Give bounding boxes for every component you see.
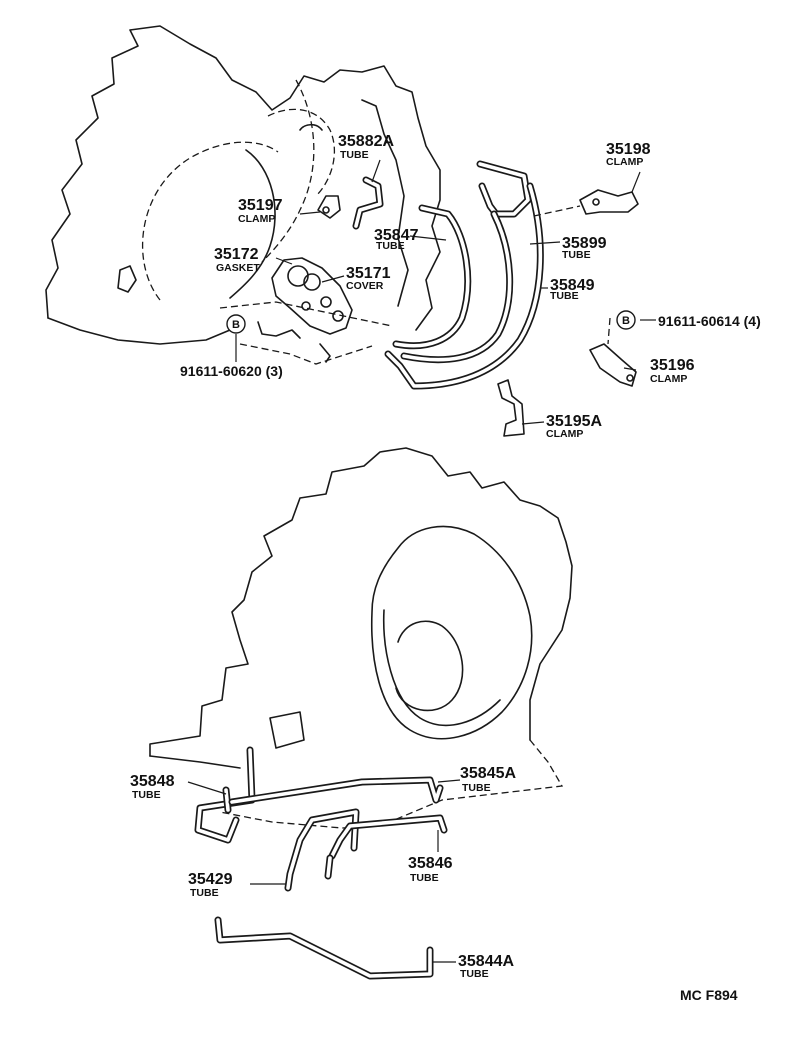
part-desc: TUBE — [132, 789, 161, 801]
part-desc: GASKET — [216, 262, 260, 274]
label-35899: 35899 TUBE — [562, 235, 607, 261]
badge-letter: B — [232, 319, 240, 331]
part-number: 35172 — [214, 246, 259, 263]
label-35429: 35429 TUBE — [188, 871, 233, 899]
cover-assembly — [257, 257, 353, 363]
bolt-badge-icon — [616, 310, 636, 330]
label-35171: 35171 COVER — [346, 265, 391, 292]
part-number: 35195A — [546, 413, 602, 430]
part-desc: CLAMP — [238, 213, 275, 225]
part-number: 35849 — [550, 277, 595, 294]
clamp-35198-shape — [533, 189, 639, 217]
part-desc: TUBE — [340, 149, 369, 161]
part-desc: TUBE — [190, 887, 219, 899]
part-number: 35197 — [238, 197, 283, 214]
tube-35846-shape — [324, 814, 448, 880]
tube-35848-shape — [194, 746, 256, 844]
tube-35899-shape — [400, 160, 532, 364]
tube-35844a-shape — [214, 916, 434, 980]
fastener-91611-60614: B 91611-60614 (4) — [616, 310, 761, 330]
fastener-91611-60620: B 91611-60620 (3) — [180, 314, 283, 379]
label-35172: 35172 GASKET — [214, 246, 260, 274]
label-35849: 35849 TUBE — [550, 277, 595, 302]
leader-lines — [187, 159, 656, 963]
part-desc: CLAMP — [606, 156, 643, 168]
part-number: 35844A — [458, 953, 514, 970]
diagram-code: MC F894 — [680, 987, 738, 1003]
part-number: 35845A — [460, 765, 516, 782]
label-35196: 35196 CLAMP — [650, 357, 695, 385]
fastener-number: 91611-60614 (4) — [658, 313, 761, 329]
badge-letter: B — [622, 315, 630, 327]
clamp-35197-shape — [317, 195, 341, 219]
part-desc: TUBE — [562, 249, 591, 261]
label-35198: 35198 CLAMP — [606, 141, 651, 168]
label-35882a: 35882A TUBE — [338, 133, 394, 161]
label-35848: 35848 TUBE — [130, 773, 175, 801]
clamp-35195a-shape — [497, 379, 525, 437]
clamp-35196-shape — [589, 317, 637, 387]
part-number: 35196 — [650, 357, 695, 374]
part-desc: TUBE — [462, 782, 491, 794]
part-desc: TUBE — [410, 872, 439, 884]
tube-35882a-shape — [352, 176, 384, 230]
part-number: 35429 — [188, 871, 233, 888]
part-number: 35198 — [606, 141, 651, 158]
tube-35845a-shape — [228, 776, 444, 806]
part-number: 35848 — [130, 773, 175, 790]
tube-35847-shape — [392, 204, 472, 350]
part-number: 35171 — [346, 265, 391, 282]
label-35847: 35847 TUBE — [374, 227, 419, 252]
lower-transaxle-housing — [149, 447, 573, 829]
part-desc: COVER — [346, 280, 384, 292]
part-desc: CLAMP — [546, 428, 583, 440]
label-35197: 35197 CLAMP — [238, 197, 283, 225]
upper-transaxle-housing — [45, 25, 441, 365]
label-35844a: 35844A TUBE — [458, 953, 514, 980]
label-35846: 35846 TUBE — [408, 855, 453, 884]
part-number: 35899 — [562, 235, 607, 252]
tube-35849-shape — [384, 182, 544, 390]
part-desc: TUBE — [376, 240, 405, 252]
part-number: 35846 — [408, 855, 453, 872]
part-number: 35847 — [374, 227, 419, 244]
part-desc: CLAMP — [650, 373, 687, 385]
part-number: 35882A — [338, 133, 394, 150]
fastener-number: 91611-60620 (3) — [180, 363, 283, 379]
tube-35429-shape — [284, 808, 360, 892]
label-35845a: 35845A TUBE — [460, 765, 516, 794]
part-desc: TUBE — [550, 290, 579, 302]
part-desc: TUBE — [460, 968, 489, 980]
label-35195a: 35195A CLAMP — [546, 413, 602, 440]
bolt-badge-icon — [226, 314, 246, 334]
